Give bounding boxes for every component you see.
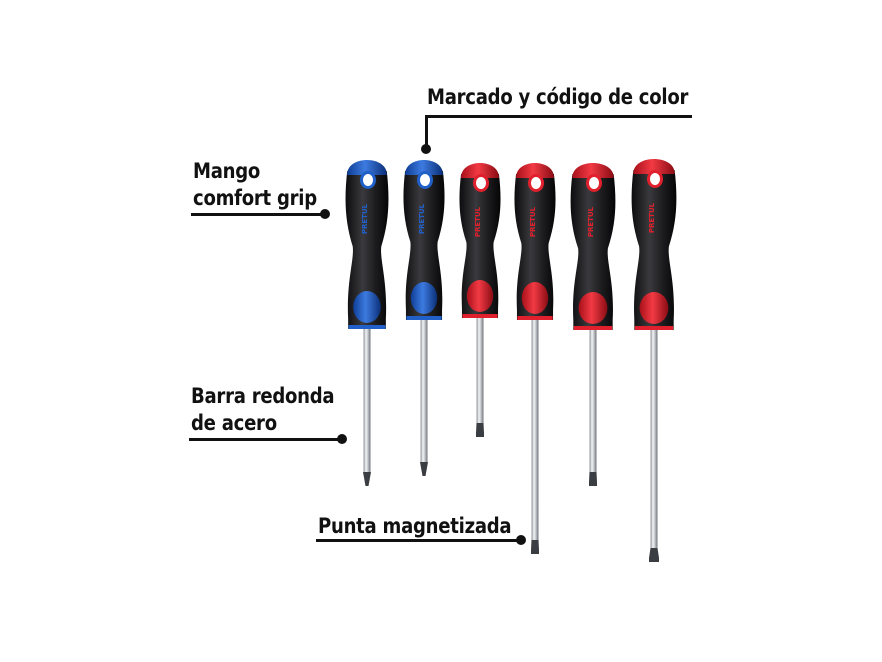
grip-accent [521, 282, 549, 314]
steel-shaft [476, 314, 484, 423]
hang-hole [360, 171, 376, 189]
handle-body [631, 170, 677, 330]
ferrule-ring [462, 314, 498, 318]
handle-body [514, 174, 556, 320]
callout-shaft-line [189, 438, 341, 441]
phillips-tip [420, 462, 428, 476]
callout-color-marking-line [427, 115, 692, 118]
ferrule-ring [573, 326, 613, 330]
grip-accent [353, 291, 381, 323]
handle-cap [461, 163, 499, 178]
slotted-tip [649, 548, 659, 562]
screwdriver-4: PRETUL [514, 163, 556, 554]
callout-tip-line [316, 539, 521, 542]
slotted-tip [589, 472, 597, 486]
handle-body [570, 174, 616, 330]
slotted-tip [531, 540, 539, 554]
callout-shaft-dot [337, 434, 347, 444]
phillips-tip [363, 472, 371, 486]
hang-hole [647, 170, 663, 188]
slotted-tip [476, 423, 484, 437]
callout-tip-label: Punta magnetizada [318, 514, 512, 538]
callout-handle-dot [320, 209, 330, 219]
ferrule-ring [348, 325, 386, 329]
ferrule-ring [406, 316, 442, 320]
handle-cap [347, 160, 387, 175]
callout-color-marking-line-vertical [425, 115, 428, 150]
callout-handle-line [191, 213, 326, 216]
handle-body [345, 171, 389, 329]
brand-mark: PRETUL [474, 206, 482, 237]
brand-mark: PRETUL [361, 203, 369, 234]
callout-tip-dot [516, 535, 526, 545]
screwdriver-2: PRETUL [403, 160, 445, 476]
handle-cap [572, 163, 614, 178]
hang-hole [473, 174, 489, 192]
steel-shaft [650, 326, 658, 548]
brand-mark: PRETUL [418, 203, 426, 234]
handle-cap [516, 163, 554, 178]
callout-handle-label: Mango comfort grip [193, 159, 317, 210]
grip-accent [410, 282, 438, 314]
grip-accent [578, 292, 608, 324]
callout-shaft-label: Barra redonda de acero [191, 384, 335, 435]
ferrule-ring [517, 316, 553, 320]
ferrule-ring [634, 326, 674, 330]
handle-cap [405, 160, 443, 175]
hang-hole [586, 174, 602, 192]
steel-shaft [363, 325, 371, 472]
brand-mark: PRETUL [648, 202, 656, 233]
brand-mark: PRETUL [529, 206, 537, 237]
grip-accent [639, 292, 669, 324]
callout-color-marking-label: Marcado y código de color [427, 85, 689, 109]
screwdriver-5: PRETUL [570, 163, 616, 486]
steel-shaft [531, 316, 539, 540]
handle-body [459, 174, 501, 318]
grip-accent [466, 280, 494, 312]
hang-hole [417, 171, 433, 189]
brand-mark: PRETUL [587, 206, 595, 237]
handle-cap [633, 159, 675, 174]
screwdriver-1: PRETUL [345, 160, 389, 486]
steel-shaft [420, 316, 428, 462]
hang-hole [528, 174, 544, 192]
screwdriver-6: PRETUL [631, 159, 677, 562]
callout-color-marking-dot [421, 144, 431, 154]
steel-shaft [589, 326, 597, 472]
handle-body [403, 171, 445, 320]
screwdriver-3: PRETUL [459, 163, 501, 437]
